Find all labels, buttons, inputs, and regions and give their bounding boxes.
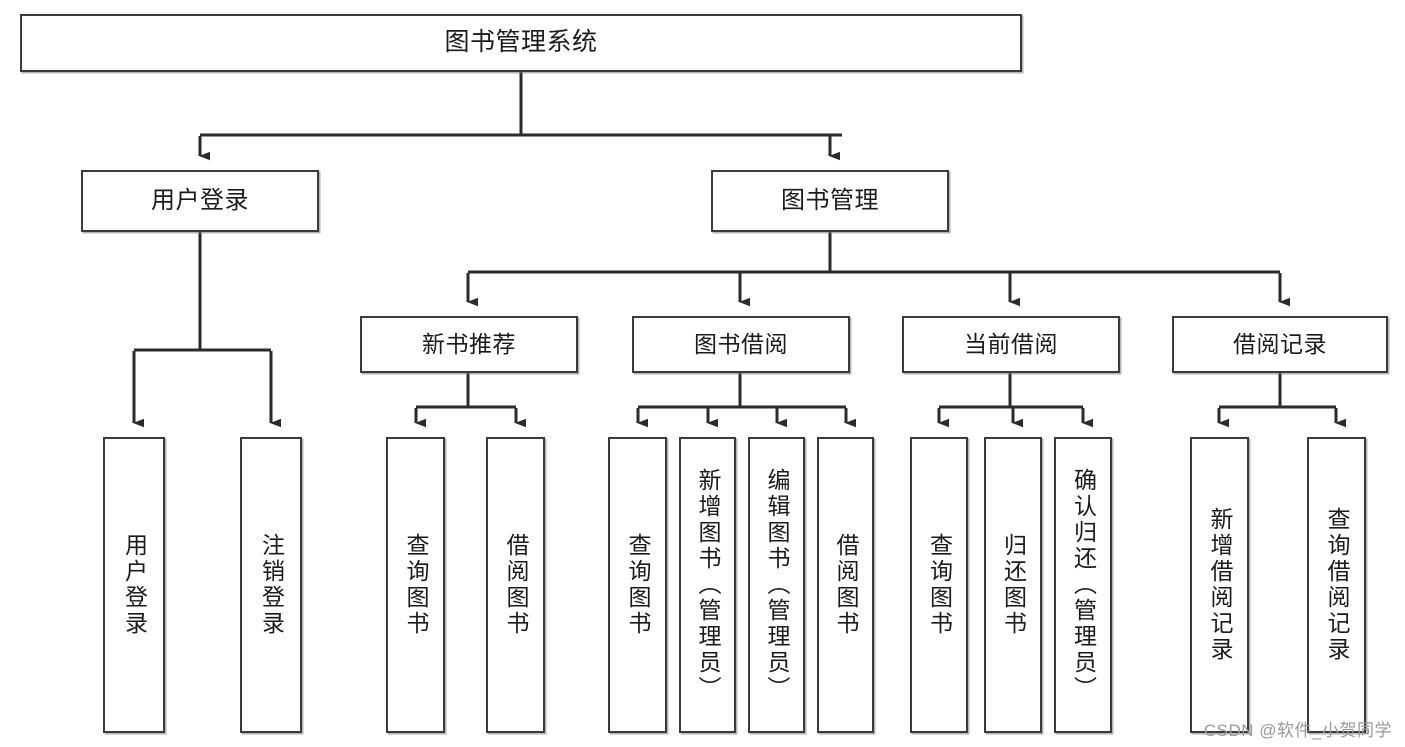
leaf-user-login[interactable]: 用户登录 <box>103 437 165 733</box>
node-label: 新增借阅记录 <box>1207 507 1233 663</box>
leaf-return-book[interactable]: 归还图书 <box>984 437 1042 733</box>
leaf-query-book-recommend[interactable]: 查询图书 <box>386 437 445 733</box>
node-current-borrow[interactable]: 当前借阅 <box>902 316 1120 373</box>
node-label: 新增图书（管理员） <box>695 468 721 702</box>
node-label: 图书借阅 <box>694 330 788 357</box>
node-label: 查询借阅记录 <box>1324 507 1350 663</box>
edge-bookborrow-to-leaves <box>636 373 856 428</box>
node-borrow-record[interactable]: 借阅记录 <box>1172 316 1388 373</box>
leaf-borrow-book-recommend[interactable]: 借阅图书 <box>486 437 545 733</box>
edge-currentborrow-to-leaves <box>937 373 1093 428</box>
leaf-query-book-borrow[interactable]: 查询图书 <box>608 437 667 733</box>
node-book-borrow[interactable]: 图书借阅 <box>632 316 850 373</box>
leaf-query-book-current[interactable]: 查询图书 <box>910 437 968 733</box>
node-label: 图书管理系统 <box>444 28 598 57</box>
node-label: 借阅图书 <box>833 533 859 637</box>
node-label: 编辑图书（管理员） <box>764 468 790 702</box>
edge-bookmanage-to-level3 <box>466 232 1290 307</box>
node-label: 查询图书 <box>403 533 429 637</box>
node-label: 归还图书 <box>1000 533 1027 637</box>
edge-root-to-level2 <box>198 72 842 161</box>
node-user-login[interactable]: 用户登录 <box>81 170 319 232</box>
node-label: 图书管理 <box>781 186 879 214</box>
node-label: 新书推荐 <box>422 330 516 357</box>
node-label: 借阅记录 <box>1233 330 1327 357</box>
node-label: 注销登录 <box>258 533 285 637</box>
node-label: 用户登录 <box>151 186 249 214</box>
node-root-system[interactable]: 图书管理系统 <box>20 14 1022 72</box>
node-label: 查询图书 <box>926 533 953 637</box>
node-label: 确认归还（管理员） <box>1070 468 1097 702</box>
node-new-book-recommend[interactable]: 新书推荐 <box>360 316 578 373</box>
edge-newbook-to-leaves <box>414 373 526 428</box>
leaf-add-book-admin[interactable]: 新增图书（管理员） <box>679 437 736 733</box>
node-label: 当前借阅 <box>964 330 1058 357</box>
edge-borrowrecord-to-leaves <box>1217 373 1346 428</box>
node-label: 查询图书 <box>625 533 651 637</box>
leaf-confirm-return-admin[interactable]: 确认归还（管理员） <box>1054 437 1112 733</box>
leaf-query-borrow-record[interactable]: 查询借阅记录 <box>1307 437 1366 733</box>
leaf-add-borrow-record[interactable]: 新增借阅记录 <box>1190 437 1249 733</box>
edge-userlogin-to-leaves <box>132 232 281 428</box>
node-label: 借阅图书 <box>503 533 529 637</box>
node-label: 用户登录 <box>121 533 148 637</box>
node-book-manage[interactable]: 图书管理 <box>711 170 949 232</box>
leaf-user-logout[interactable]: 注销登录 <box>240 437 302 733</box>
leaf-borrow-book[interactable]: 借阅图书 <box>817 437 874 733</box>
leaf-edit-book-admin[interactable]: 编辑图书（管理员） <box>748 437 805 733</box>
